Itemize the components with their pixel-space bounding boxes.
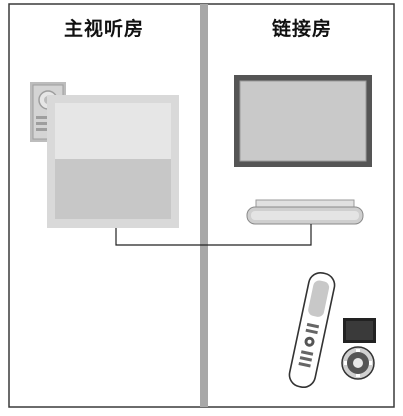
- soundbar-icon: [246, 199, 364, 225]
- linked-room-label: 链接房: [272, 18, 333, 40]
- main-room-label: 主视听房: [64, 18, 145, 40]
- touch-remote-icon: [341, 318, 376, 380]
- media-panel-icon: [47, 95, 179, 228]
- connection-line: [115, 224, 312, 246]
- television-icon: [234, 75, 372, 167]
- remote-control-icon: [288, 271, 336, 389]
- room-divider: [200, 4, 208, 407]
